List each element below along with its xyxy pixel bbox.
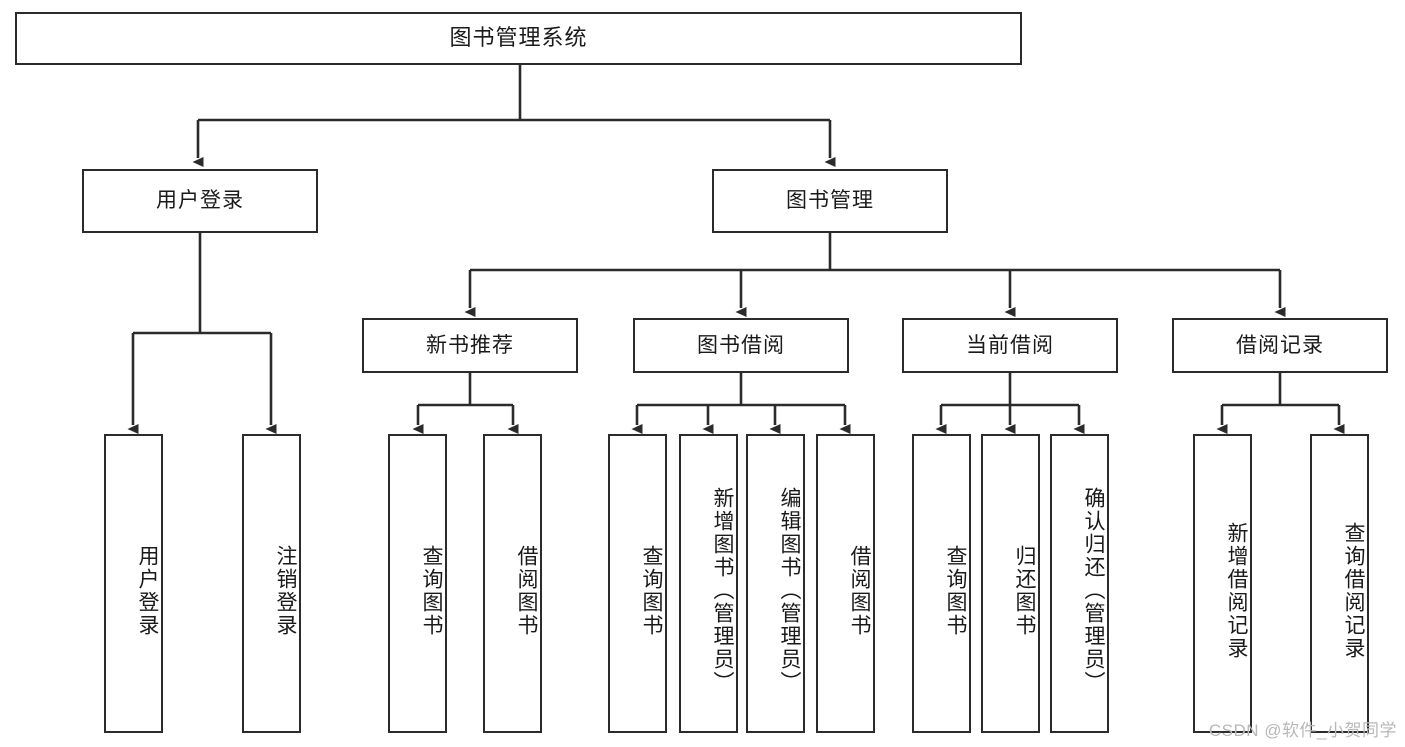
leaf-user-login-logout[interactable]: 注销登录 (242, 434, 301, 733)
leaf-record-add-record[interactable]: 新增借阅记录 (1193, 434, 1252, 733)
leaf-current-return-book[interactable]: 归还图书 (981, 434, 1040, 733)
node-book-management[interactable]: 图书管理 (712, 169, 948, 233)
node-new-book-recommend[interactable]: 新书推荐 (362, 318, 578, 373)
leaf-current-confirm-return-admin[interactable]: 确认归还（管理员） (1050, 434, 1109, 733)
leaf-user-login-login[interactable]: 用户登录 (104, 434, 163, 733)
node-label: 图书管理 (786, 189, 874, 213)
leaf-borrow-query-book[interactable]: 查询图书 (608, 434, 667, 733)
node-label: 注销登录 (274, 544, 297, 637)
node-label: 查询图书 (420, 544, 443, 637)
node-current-borrow[interactable]: 当前借阅 (902, 318, 1118, 373)
leaf-record-query-record[interactable]: 查询借阅记录 (1310, 434, 1369, 733)
node-label: 借阅记录 (1236, 333, 1324, 357)
node-label: 新增图书（管理员） (711, 487, 734, 694)
node-borrow-record[interactable]: 借阅记录 (1172, 318, 1388, 373)
leaf-borrow-edit-book-admin[interactable]: 编辑图书（管理员） (746, 434, 805, 733)
node-label: 图书借阅 (697, 333, 785, 357)
node-label: 确认归还（管理员） (1082, 487, 1105, 694)
leaf-recommend-borrow-book[interactable]: 借阅图书 (483, 434, 542, 733)
node-root-system[interactable]: 图书管理系统 (15, 12, 1022, 65)
watermark-text: CSDN @软件_小贺同学 (1208, 721, 1397, 740)
node-label: 借阅图书 (848, 544, 871, 637)
node-label: 编辑图书（管理员） (778, 487, 801, 694)
node-label: 归还图书 (1013, 544, 1036, 637)
node-label: 查询图书 (640, 544, 663, 637)
node-label: 查询借阅记录 (1342, 521, 1365, 660)
leaf-borrow-add-book-admin[interactable]: 新增图书（管理员） (679, 434, 738, 733)
node-label: 当前借阅 (966, 333, 1054, 357)
node-label: 用户登录 (156, 189, 244, 213)
node-label: 借阅图书 (515, 544, 538, 637)
node-label: 查询图书 (944, 544, 967, 637)
node-user-login[interactable]: 用户登录 (82, 169, 318, 233)
node-label: 用户登录 (136, 544, 159, 637)
node-book-borrow[interactable]: 图书借阅 (633, 318, 849, 373)
leaf-current-query-book[interactable]: 查询图书 (912, 434, 971, 733)
node-label: 新书推荐 (426, 333, 514, 357)
leaf-borrow-borrow-book[interactable]: 借阅图书 (816, 434, 875, 733)
node-label: 图书管理系统 (449, 25, 588, 51)
node-label: 新增借阅记录 (1225, 521, 1248, 660)
leaf-recommend-query-book[interactable]: 查询图书 (388, 434, 447, 733)
